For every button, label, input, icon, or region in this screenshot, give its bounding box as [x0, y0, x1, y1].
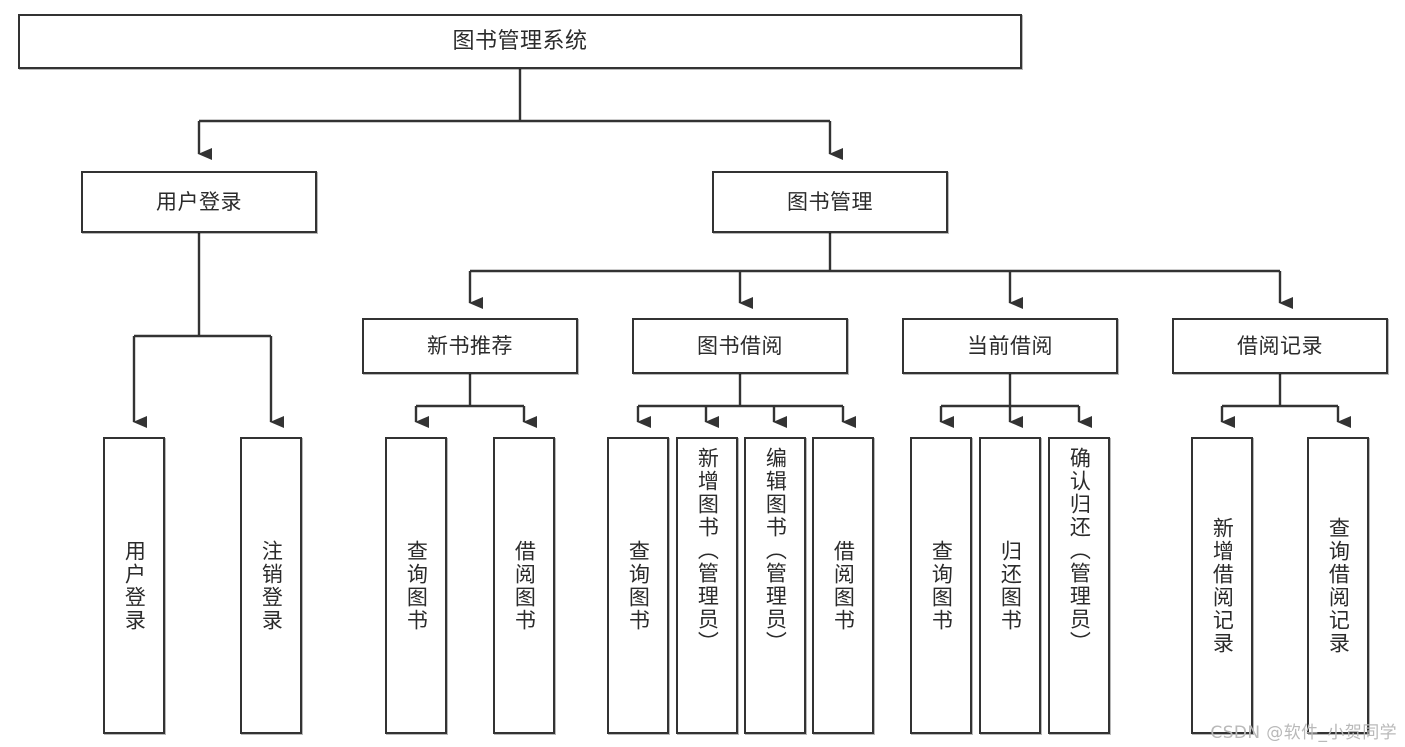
- leaf-current-confirm-return[interactable]: 确认归还（管理员）: [1048, 437, 1110, 734]
- leaf-recommend-query-book[interactable]: 查询图书: [385, 437, 447, 734]
- node-root-label: 图书管理系统: [452, 28, 588, 54]
- connector-userlogin-to-leaves: [132, 233, 284, 428]
- leaf-borrow-borrow-book[interactable]: 借阅图书: [812, 437, 874, 734]
- connector-recommend-to-leaves: [414, 374, 537, 428]
- leaf-borrow-add-book-label: 新增图书（管理员）: [695, 447, 720, 654]
- connector-record-to-leaves: [1220, 374, 1351, 428]
- leaf-borrow-edit-book-label: 编辑图书（管理员）: [763, 447, 788, 654]
- leaf-current-return-book[interactable]: 归还图书: [979, 437, 1041, 734]
- connector-bookmgmt-to-level3: [468, 233, 1293, 309]
- leaf-borrow-borrow-book-label: 借阅图书: [831, 539, 856, 632]
- leaf-user-login-signin-label: 用户登录: [122, 539, 147, 632]
- node-user-login[interactable]: 用户登录: [81, 171, 317, 233]
- node-book-management-label: 图书管理: [787, 189, 873, 214]
- leaf-borrow-add-book[interactable]: 新增图书（管理员）: [676, 437, 738, 734]
- node-user-login-label: 用户登录: [156, 189, 242, 214]
- leaf-borrow-edit-book[interactable]: 编辑图书（管理员）: [744, 437, 806, 734]
- leaf-borrow-query-book-label: 查询图书: [626, 539, 651, 632]
- node-book-borrow-label: 图书借阅: [697, 333, 783, 358]
- leaf-user-login-signout-label: 注销登录: [259, 539, 284, 632]
- leaf-borrow-query-book[interactable]: 查询图书: [607, 437, 669, 734]
- node-new-book-recommend[interactable]: 新书推荐: [362, 318, 578, 374]
- leaf-user-login-signin[interactable]: 用户登录: [103, 437, 165, 734]
- leaf-record-add-record[interactable]: 新增借阅记录: [1191, 437, 1253, 734]
- leaf-current-return-book-label: 归还图书: [998, 539, 1023, 632]
- leaf-recommend-borrow-book[interactable]: 借阅图书: [493, 437, 555, 734]
- node-borrow-record[interactable]: 借阅记录: [1172, 318, 1388, 374]
- leaf-current-confirm-return-label: 确认归还（管理员）: [1067, 447, 1092, 654]
- leaf-user-login-signout[interactable]: 注销登录: [240, 437, 302, 734]
- node-new-book-recommend-label: 新书推荐: [427, 333, 513, 358]
- leaf-record-query-record-label: 查询借阅记录: [1326, 516, 1351, 655]
- leaf-record-query-record[interactable]: 查询借阅记录: [1307, 437, 1369, 734]
- node-current-borrow[interactable]: 当前借阅: [902, 318, 1118, 374]
- leaf-recommend-query-book-label: 查询图书: [404, 539, 429, 632]
- node-book-borrow[interactable]: 图书借阅: [632, 318, 848, 374]
- node-borrow-record-label: 借阅记录: [1237, 333, 1323, 358]
- leaf-current-query-book[interactable]: 查询图书: [910, 437, 972, 734]
- connector-current-to-leaves: [939, 374, 1092, 428]
- leaf-recommend-borrow-book-label: 借阅图书: [512, 539, 537, 632]
- node-root[interactable]: 图书管理系统: [18, 14, 1022, 69]
- node-current-borrow-label: 当前借阅: [967, 333, 1053, 358]
- connector-borrow-to-leaves: [636, 374, 856, 428]
- leaf-record-add-record-label: 新增借阅记录: [1210, 516, 1235, 655]
- node-book-management[interactable]: 图书管理: [712, 171, 948, 233]
- leaf-current-query-book-label: 查询图书: [929, 539, 954, 632]
- csdn-watermark: CSDN @软件_小贺同学: [1210, 723, 1397, 743]
- connector-root-to-level2: [197, 69, 843, 160]
